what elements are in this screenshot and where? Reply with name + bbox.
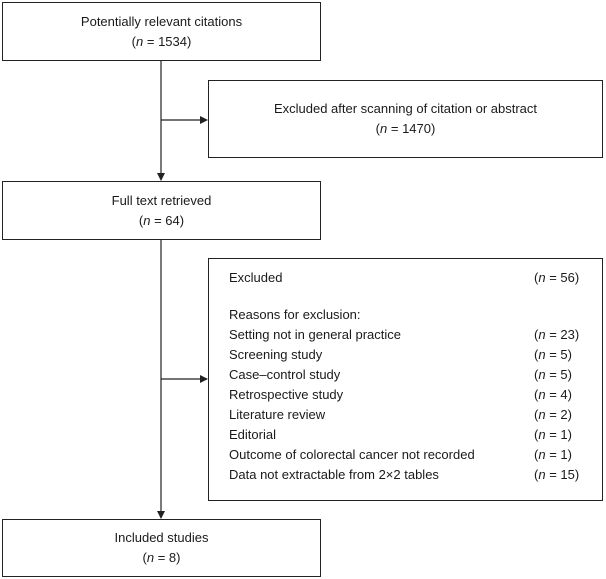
eq-sign: = <box>545 270 561 285</box>
reason-row: Outcome of colorectal cancer not recorde… <box>229 445 590 465</box>
eq-sign: = <box>545 347 561 362</box>
n-symbol: n <box>380 121 388 136</box>
reason-count: (n = 1) <box>534 427 572 442</box>
reason-label: Literature review <box>229 407 326 422</box>
count-value: 1 <box>560 427 568 442</box>
reason-row: Setting not in general practice (n = 23) <box>229 325 590 345</box>
n-symbol: n <box>538 407 546 422</box>
node-count: 1534 <box>158 33 187 49</box>
reason-count: (n = 2) <box>534 407 572 422</box>
reasons-list: Setting not in general practice(n = 23)S… <box>229 325 590 485</box>
n-symbol: n <box>136 33 144 49</box>
count-value: 1 <box>560 447 568 462</box>
excluded-content: Excluded (n = 56) Reasons for exclusion:… <box>229 268 590 485</box>
n-symbol: n <box>538 347 546 362</box>
eq-sign: = <box>387 121 403 136</box>
node-title: Excluded after scanning of citation or a… <box>273 101 538 116</box>
count-value: 15 <box>560 467 575 482</box>
reason-row: Screening study (n = 5) <box>229 345 590 365</box>
eq-sign: = <box>545 367 561 382</box>
reason-count: (n = 5) <box>534 367 572 382</box>
count-value: 4 <box>560 387 568 402</box>
eq-sign: = <box>545 387 561 402</box>
eq-sign: = <box>545 467 561 482</box>
node-excluded-with-reasons: Excluded (n = 56) Reasons for exclusion:… <box>208 258 603 501</box>
count-value: 23 <box>560 327 575 342</box>
eq-sign: = <box>545 427 561 442</box>
excluded-total-row: Excluded (n = 56) <box>229 268 590 288</box>
reason-count: (n = 15) <box>534 467 580 482</box>
reason-label: Retrospective study <box>229 387 344 402</box>
node-count-line: (n = 1534) <box>131 33 192 49</box>
n-symbol: n <box>538 387 546 402</box>
reason-row: Case–control study (n = 5) <box>229 365 590 385</box>
reason-row: Editorial (n = 1) <box>229 425 590 445</box>
reason-row: Retrospective study (n = 4) <box>229 385 590 405</box>
node-potentially-relevant-citations: Potentially relevant citations (n = 1534… <box>2 2 321 61</box>
reason-label: Outcome of colorectal cancer not recorde… <box>229 447 475 462</box>
n-symbol: n <box>146 550 155 565</box>
node-title: Included studies <box>114 530 209 545</box>
n-symbol: n <box>538 367 546 382</box>
node-full-text-retrieved: Full text retrieved (n = 64) <box>2 181 321 240</box>
node-count: 8 <box>168 550 177 565</box>
count-value: 2 <box>560 407 568 422</box>
reason-label: Screening study <box>229 347 323 362</box>
reason-count: (n = 23) <box>534 327 580 342</box>
n-symbol: n <box>538 427 546 442</box>
node-included-studies: Included studies (n = 8) <box>2 519 321 577</box>
reason-label: Case–control study <box>229 367 341 382</box>
count-value: 56 <box>560 270 575 285</box>
eq-sign: = <box>150 212 166 228</box>
reason-count: (n = 4) <box>534 387 572 402</box>
eq-sign: = <box>154 550 169 565</box>
reasons-heading-row: Reasons for exclusion: <box>229 305 590 325</box>
n-symbol: n <box>538 270 546 285</box>
reasons-heading: Reasons for exclusion: <box>229 307 361 322</box>
n-symbol: n <box>538 327 546 342</box>
n-symbol: n <box>538 467 546 482</box>
spacer <box>229 288 590 305</box>
excluded-total-count: (n = 56) <box>534 270 580 285</box>
reason-count: (n = 5) <box>534 347 572 362</box>
n-symbol: n <box>538 447 546 462</box>
node-count-line: (n = 8) <box>142 550 181 565</box>
n-symbol: n <box>143 212 151 228</box>
node-count-line: (n = 1470) <box>375 121 436 136</box>
eq-sign: = <box>143 33 159 49</box>
node-title: Potentially relevant citations <box>80 13 243 29</box>
reason-label: Editorial <box>229 427 276 442</box>
node-title: Full text retrieved <box>111 192 212 208</box>
count-value: 5 <box>560 347 568 362</box>
reason-label: Setting not in general practice <box>229 327 401 342</box>
reason-label: Data not extractable from 2×2 tables <box>229 467 439 482</box>
excluded-title: Excluded <box>229 270 283 285</box>
reason-count: (n = 1) <box>534 447 572 462</box>
count-value: 5 <box>560 367 568 382</box>
node-count: 64 <box>165 212 180 228</box>
reason-row: Literature review (n = 2) <box>229 405 590 425</box>
node-count: 1470 <box>402 121 431 136</box>
reason-row: Data not extractable from 2×2 tables (n =… <box>229 465 590 485</box>
eq-sign: = <box>545 327 561 342</box>
eq-sign: = <box>545 447 561 462</box>
eq-sign: = <box>545 407 561 422</box>
node-excluded-after-scanning: Excluded after scanning of citation or a… <box>208 80 603 158</box>
node-count-line: (n = 64) <box>138 212 185 228</box>
